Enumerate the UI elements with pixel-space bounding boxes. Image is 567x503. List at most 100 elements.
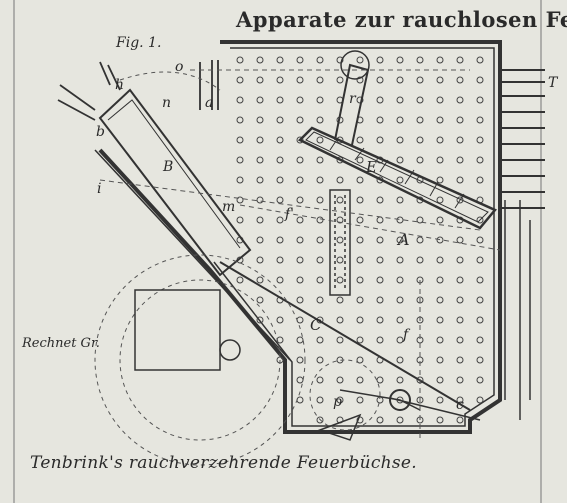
stay-bolt bbox=[336, 336, 344, 344]
stay-bolt bbox=[356, 196, 364, 204]
stay-bolt bbox=[256, 76, 264, 84]
stay-bolt bbox=[376, 116, 384, 124]
stay-bolt bbox=[256, 216, 264, 224]
stay-bolt bbox=[436, 296, 444, 304]
stay-bolt bbox=[296, 156, 304, 164]
stay-bolt bbox=[376, 256, 384, 264]
stay-bolt bbox=[396, 56, 404, 64]
stay-bolt bbox=[256, 256, 264, 264]
stay-bolt bbox=[276, 136, 284, 144]
stay-bolt bbox=[416, 156, 424, 164]
stay-bolt bbox=[436, 116, 444, 124]
stay-bolt bbox=[336, 256, 344, 264]
stay-bolt bbox=[256, 96, 264, 104]
label-m: m bbox=[222, 199, 236, 215]
stay-bolt bbox=[336, 376, 344, 384]
stay-bolt bbox=[396, 296, 404, 304]
label-T: T bbox=[548, 75, 558, 91]
label-p: p bbox=[333, 394, 342, 410]
stay-bolt bbox=[316, 416, 324, 424]
stay-bolt bbox=[476, 236, 484, 244]
stay-bolt bbox=[476, 136, 484, 144]
stay-bolt bbox=[316, 256, 324, 264]
stay-bolt bbox=[396, 216, 404, 224]
stay-bolt bbox=[316, 296, 324, 304]
label-E: E bbox=[366, 158, 377, 176]
stay-bolt bbox=[276, 96, 284, 104]
stay-bolt bbox=[376, 296, 384, 304]
stay-bolt bbox=[456, 256, 464, 264]
stay-bolt bbox=[416, 76, 424, 84]
stay-bolt bbox=[356, 376, 364, 384]
stay-bolt bbox=[436, 416, 444, 424]
stay-bolt bbox=[436, 216, 444, 224]
stay-bolt bbox=[396, 116, 404, 124]
stay-bolt bbox=[296, 236, 304, 244]
stay-bolt bbox=[276, 116, 284, 124]
stay-bolt bbox=[336, 76, 344, 84]
stay-bolt bbox=[376, 336, 384, 344]
stay-bolt bbox=[456, 296, 464, 304]
stay-bolt bbox=[476, 56, 484, 64]
stay-bolt bbox=[376, 316, 384, 324]
stay-bolt bbox=[376, 56, 384, 64]
stay-bolt bbox=[356, 56, 364, 64]
stay-bolt bbox=[436, 156, 444, 164]
stay-bolt bbox=[316, 156, 324, 164]
stay-bolt bbox=[336, 316, 344, 324]
stay-bolt bbox=[476, 336, 484, 344]
stay-bolt bbox=[376, 76, 384, 84]
label-b: b bbox=[96, 124, 105, 140]
figure-caption: Tenbrink's rauchverzehrende Feuerbüchse. bbox=[30, 453, 417, 473]
stay-bolt bbox=[296, 376, 304, 384]
stay-bolt bbox=[376, 196, 384, 204]
stay-bolt bbox=[436, 96, 444, 104]
stay-bolt bbox=[296, 356, 304, 364]
stay-bolt bbox=[476, 176, 484, 184]
stay-bolt bbox=[256, 196, 264, 204]
scale-note: Rechnet Gr. bbox=[22, 336, 100, 351]
label-h: h bbox=[115, 77, 125, 93]
stay-bolt bbox=[276, 276, 284, 284]
stay-bolt bbox=[316, 216, 324, 224]
stay-bolt bbox=[236, 156, 244, 164]
stay-bolt bbox=[376, 276, 384, 284]
stay-bolt bbox=[476, 76, 484, 84]
stay-bolt bbox=[316, 356, 324, 364]
stay-bolt bbox=[456, 176, 464, 184]
water-tube-E bbox=[297, 50, 498, 230]
stay-bolt bbox=[436, 356, 444, 364]
stay-bolt-grid bbox=[236, 56, 484, 424]
stay-bolt bbox=[236, 216, 244, 224]
stay-bolt bbox=[296, 276, 304, 284]
page-title: Apparate zur rauchlosen Fe bbox=[236, 7, 567, 32]
stay-bolt bbox=[476, 156, 484, 164]
stay-bolt bbox=[296, 196, 304, 204]
stay-bolt bbox=[416, 256, 424, 264]
stay-bolt bbox=[356, 256, 364, 264]
label-C: C bbox=[310, 316, 322, 334]
stay-bolt bbox=[396, 336, 404, 344]
stay-bolt bbox=[456, 236, 464, 244]
stay-bolt bbox=[236, 136, 244, 144]
stay-bolt bbox=[396, 256, 404, 264]
stay-bolt bbox=[416, 136, 424, 144]
stay-bolt bbox=[436, 376, 444, 384]
stay-bolt bbox=[316, 96, 324, 104]
construction-circles bbox=[94, 71, 381, 466]
stay-bolt bbox=[396, 176, 404, 184]
label-c: c bbox=[456, 397, 464, 413]
stay-bolt bbox=[436, 136, 444, 144]
stay-bolt bbox=[336, 236, 344, 244]
stay-bolt bbox=[316, 116, 324, 124]
stay-bolt bbox=[296, 76, 304, 84]
figure-label: Fig. 1. bbox=[116, 35, 162, 51]
label-f-prime: f' bbox=[285, 206, 295, 222]
stay-bolt bbox=[436, 396, 444, 404]
stay-bolt bbox=[436, 176, 444, 184]
stay-bolt bbox=[456, 316, 464, 324]
stay-bolt bbox=[256, 316, 264, 324]
stay-bolt bbox=[396, 356, 404, 364]
smoke-tubes bbox=[500, 69, 545, 420]
stay-bolt bbox=[356, 156, 364, 164]
